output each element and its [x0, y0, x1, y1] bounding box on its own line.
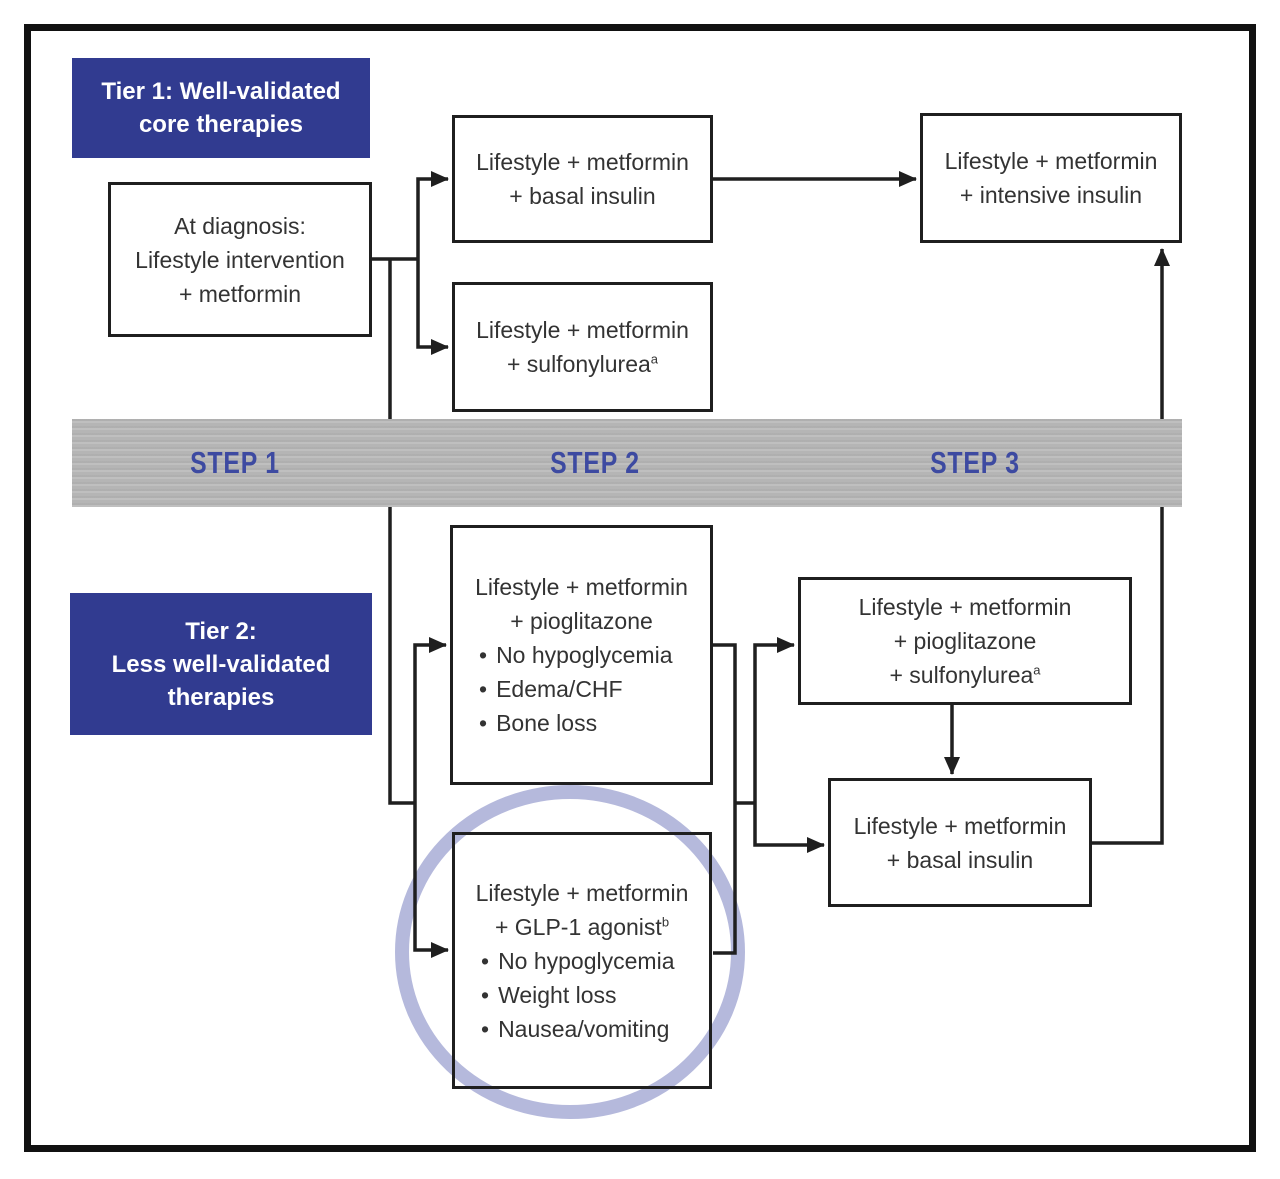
bullet-text: Weight loss: [498, 981, 617, 1008]
box-intensive-insulin: Lifestyle + metformin + intensive insuli…: [920, 113, 1182, 243]
tier1-label-line: Tier 1: Well-validated: [101, 78, 341, 105]
box-text-line: Lifestyle + metformin: [853, 812, 1067, 839]
bullet-line: • No hypoglycemia: [455, 944, 709, 978]
highlight-circle: [395, 785, 745, 1119]
box-text: + sulfonylurea: [889, 662, 1034, 688]
box-text-line: + sulfonylureaa: [889, 658, 1040, 692]
box-text-line: Lifestyle + metformin: [475, 879, 689, 906]
box-text-line: + basal insulin: [509, 183, 656, 209]
box-text-line: + basal insulin: [886, 846, 1034, 873]
tier1-label-box: Tier 1: Well-validated core therapies: [72, 58, 370, 158]
box-at-diagnosis: At diagnosis: Lifestyle intervention + m…: [108, 182, 372, 337]
bullet-icon: •: [479, 642, 488, 668]
tier1-label-line: core therapies: [138, 111, 304, 138]
connector-line: [713, 643, 737, 955]
box-pioglitazone: Lifestyle + metformin + pioglitazone • No…: [450, 525, 713, 785]
bullet-line: • Nausea/vomiting: [455, 1012, 709, 1046]
box-text-line: + GLP-1 agonistb: [495, 910, 669, 944]
bullet-line: • Weight loss: [455, 978, 709, 1012]
tier2-label-box: Tier 2: Less well-validated therapies: [70, 593, 372, 735]
bullet-line: • Edema/CHF: [453, 672, 710, 706]
bullet-icon: •: [481, 1015, 490, 1042]
box-text-line: Lifestyle + metformin: [475, 574, 688, 600]
footnote-marker: a: [1033, 662, 1041, 678]
connector-line: [1092, 248, 1170, 845]
box-text-line: + sulfonylureaa: [507, 347, 658, 381]
tier2-label-line: Tier 2:: [185, 617, 257, 645]
step-2-label: STEP 2: [550, 445, 640, 480]
bullet-text: No hypoglycemia: [496, 642, 673, 668]
bullet-text: Nausea/vomiting: [498, 1015, 670, 1042]
tier2-label-line: Less well-validated: [111, 650, 331, 678]
box-text-line: Lifestyle + metformin: [944, 148, 1158, 174]
step-3-label: STEP 3: [930, 445, 1020, 480]
box-text-line: Lifestyle + metformin: [476, 317, 689, 343]
box-pioglitazone-sulfonylurea: Lifestyle + metformin + pioglitazone + s…: [798, 577, 1132, 705]
box-sulfonylurea: Lifestyle + metformin + sulfonylureaa: [452, 282, 713, 412]
box-text: + GLP-1 agonist: [494, 913, 662, 940]
bullet-line: • Bone loss: [453, 706, 710, 740]
footnote-marker: a: [650, 351, 659, 367]
step-1-label: STEP 1: [190, 445, 280, 480]
box-basal-insulin-step2: Lifestyle + metformin + basal insulin: [452, 115, 713, 243]
box-text-line: + pioglitazone: [893, 628, 1037, 654]
footnote-marker: b: [661, 913, 670, 929]
box-text-line: Lifestyle + metformin: [858, 594, 1072, 620]
box-glp1-agonist: Lifestyle + metformin + GLP-1 agonistb •…: [452, 832, 712, 1089]
connector-line: [416, 171, 449, 259]
connector-line: [413, 637, 447, 803]
box-text-line: At diagnosis:: [174, 212, 306, 239]
bullet-text: Bone loss: [496, 710, 598, 736]
connector-line: [753, 637, 795, 803]
tier2-label-line: therapies: [167, 683, 275, 711]
box-text-line: Lifestyle + metformin: [476, 149, 689, 175]
connector-line: [413, 803, 449, 958]
connector-line: [388, 259, 415, 805]
bullet-text: No hypoglycemia: [498, 947, 675, 974]
box-basal-insulin-step3: Lifestyle + metformin + basal insulin: [828, 778, 1092, 907]
step-band: STEP 1 STEP 2 STEP 3: [72, 419, 1182, 507]
bullet-text: Edema/CHF: [496, 676, 623, 702]
box-text: + sulfonylurea: [506, 351, 651, 377]
box-text-line: + pioglitazone: [510, 608, 653, 634]
bullet-line: • No hypoglycemia: [453, 638, 710, 672]
box-text-line: Lifestyle intervention: [135, 246, 345, 273]
bullet-icon: •: [481, 947, 490, 974]
box-text-line: + intensive insulin: [959, 182, 1143, 208]
bullet-icon: •: [479, 676, 488, 702]
connector-line: [416, 259, 449, 355]
box-text-line: + metformin: [178, 280, 302, 307]
bullet-icon: •: [481, 981, 490, 1008]
connector-line: [753, 803, 825, 853]
bullet-icon: •: [479, 710, 488, 736]
